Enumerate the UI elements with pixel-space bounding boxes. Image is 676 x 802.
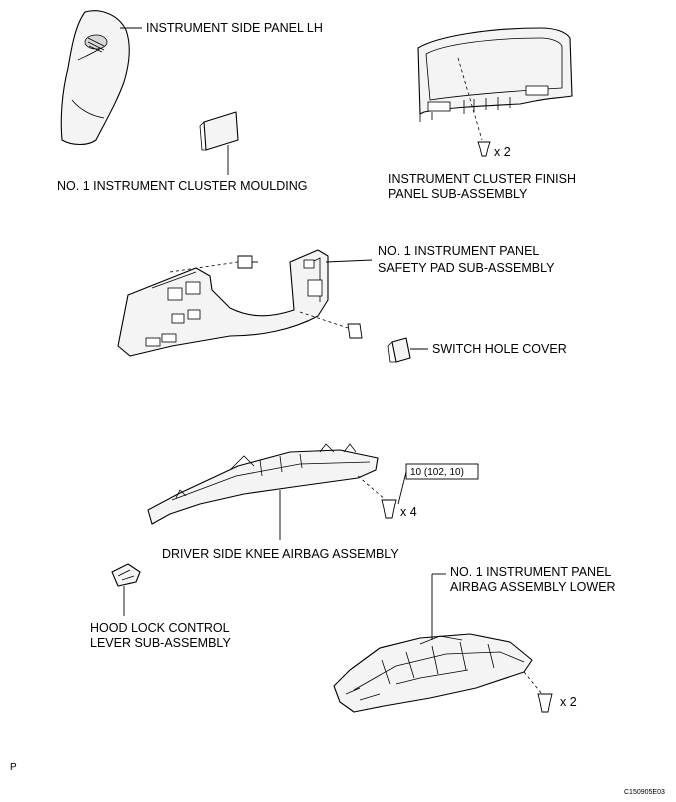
driver-side-knee-airbag (147, 443, 379, 525)
torque-spec-box (405, 463, 479, 480)
torque-spec: 10 (102, 10) (410, 467, 464, 478)
label-cluster-finish-line1: INSTRUMENT CLUSTER FINISH (388, 172, 576, 186)
label-cluster-finish-line2: PANEL SUB-ASSEMBLY (388, 187, 528, 201)
lower-airbag-bolt-icon (537, 693, 553, 713)
label-safety-pad-line2: SAFETY PAD SUB-ASSEMBLY (378, 261, 555, 275)
switch-hole-cover (387, 337, 411, 363)
label-knee-qty: x 4 (400, 505, 417, 519)
corner-letter: P (10, 762, 17, 773)
label-hood-lock-line2: LEVER SUB-ASSEMBLY (90, 636, 231, 650)
safety-pad-sub-assembly (117, 249, 329, 357)
safety-pad-screw-lower-icon (347, 323, 363, 339)
label-cluster-qty: x 2 (494, 145, 511, 159)
instrument-cluster-moulding (199, 111, 239, 151)
label-safety-pad-line1: NO. 1 INSTRUMENT PANEL (378, 244, 539, 258)
label-switch-hole-cover: SWITCH HOLE COVER (432, 342, 567, 356)
label-lower-qty: x 2 (560, 695, 577, 709)
instrument-side-panel-lh (60, 10, 130, 146)
label-hood-lock-line1: HOOD LOCK CONTROL (90, 621, 230, 635)
figure-code: C150905E03 (624, 789, 665, 796)
label-lower-airbag-line1: NO. 1 INSTRUMENT PANEL (450, 565, 611, 579)
knee-airbag-bolt-icon (381, 499, 397, 519)
cluster-clip-icon (477, 141, 491, 157)
airbag-assembly-lower (333, 633, 533, 713)
label-side-panel-lh: INSTRUMENT SIDE PANEL LH (146, 21, 323, 35)
label-cluster-moulding: NO. 1 INSTRUMENT CLUSTER MOULDING (57, 179, 308, 193)
label-lower-airbag-line2: AIRBAG ASSEMBLY LOWER (450, 580, 616, 594)
label-knee-airbag: DRIVER SIDE KNEE AIRBAG ASSEMBLY (162, 547, 399, 561)
cluster-finish-panel (417, 27, 573, 122)
hood-lock-control-lever (111, 563, 141, 587)
safety-pad-screw-upper-icon (237, 255, 258, 269)
